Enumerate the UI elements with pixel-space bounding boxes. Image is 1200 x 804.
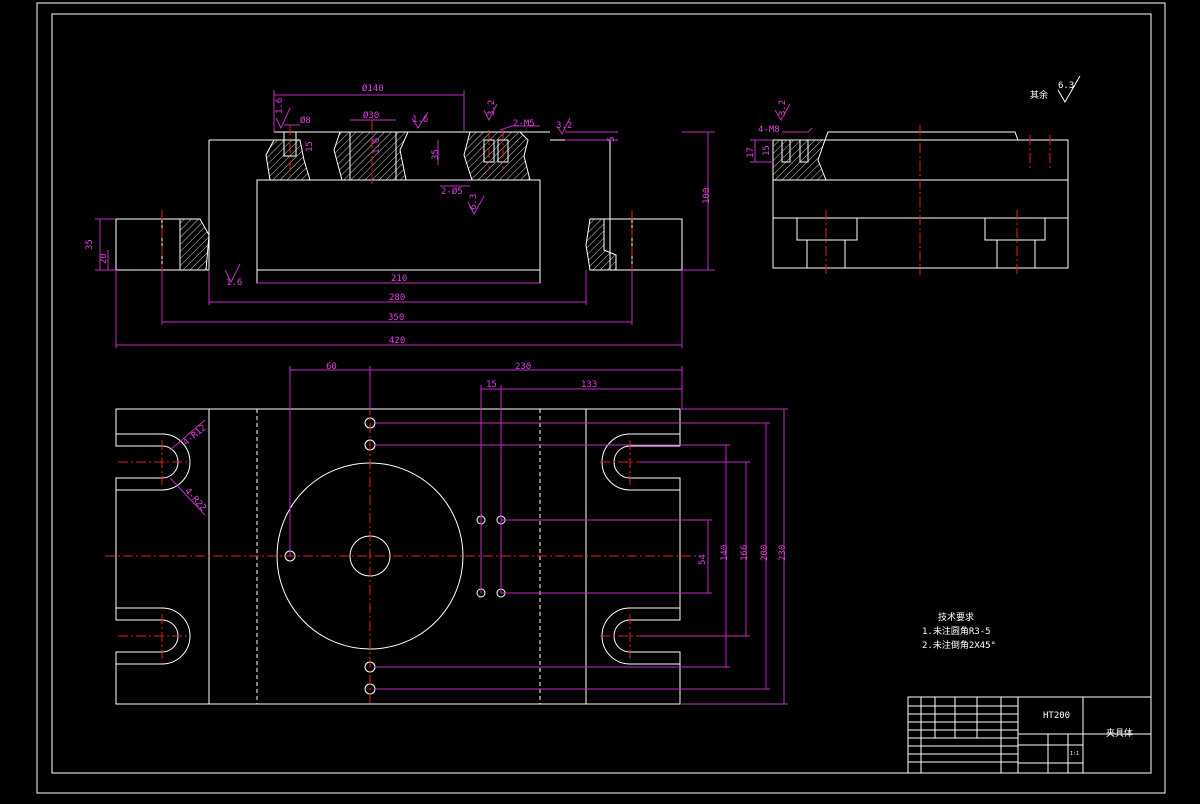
dim-420: 420 [389, 336, 405, 346]
dim-o30: Ø30 [363, 110, 379, 121]
dim-5: 5 [607, 137, 617, 142]
roughness-8: 3.2 [778, 100, 788, 116]
roughness-7: 1.6 [372, 138, 382, 154]
dim-17: 17 [746, 147, 756, 158]
dim-230: 230 [515, 362, 531, 372]
front-view-dimensions: Ø140 Ø30 Ø8 2-M5 2-Ø5 15 35 5 100 35 20 … [85, 83, 715, 348]
tech-req-line-1: 1.未注圆角R3-5 [922, 625, 991, 637]
dim-140: 140 [720, 545, 730, 561]
part-name: 夹具体 [1106, 727, 1133, 739]
tech-req-title: 技术要求 [938, 611, 974, 623]
dim-2-o5: 2-Ø5 [441, 186, 463, 197]
inner-border [51, 13, 1152, 774]
side-view [772, 125, 1069, 275]
dim-o8: Ø8 [300, 115, 311, 126]
roughness-2: 1.6 [412, 115, 428, 125]
dim-4-m8: 4-M8 [758, 125, 780, 135]
dim-15-side: 15 [762, 145, 772, 156]
roughness-5: 6.3 [469, 194, 479, 210]
dim-20-left: 20 [99, 253, 109, 264]
scale-label: 1:1 [1070, 751, 1079, 757]
dim-280: 280 [389, 293, 405, 303]
dim-200: 200 [760, 545, 770, 561]
title-block: HT200 夹具体 1:1 [907, 696, 1152, 774]
top-view-dimensions: 60 230 15 133 54 140 166 200 230 4-R12 4… [169, 362, 788, 705]
rest-label: 其余 [1030, 89, 1048, 101]
side-view-dimensions: 4-M8 17 15 3.2 [746, 100, 813, 163]
dim-15-top: 15 [486, 380, 497, 390]
outer-border [36, 2, 1166, 794]
dim-15-depth: 15 [305, 141, 315, 152]
technical-requirements: 技术要求 1.未注圆角R3-5 2.未注倒角2X45° [922, 611, 996, 651]
top-view [105, 405, 700, 705]
roughness-1: 1.6 [275, 98, 285, 114]
dim-4-r22: 4-R22 [182, 487, 208, 514]
dim-60: 60 [326, 362, 337, 372]
dim-210: 210 [391, 274, 407, 284]
dim-100: 100 [702, 188, 712, 204]
dim-350: 350 [388, 313, 404, 323]
dim-166: 166 [740, 545, 750, 561]
dim-o140: Ø140 [362, 83, 384, 94]
rest-value: 6.3 [1058, 81, 1074, 91]
dim-35-left: 35 [85, 239, 95, 250]
tech-req-line-2: 2.未注倒角2X45° [922, 639, 996, 651]
dim-35-depth: 35 [431, 149, 441, 160]
dim-4-r12: 4-R12 [181, 423, 208, 448]
dim-230-vertical: 230 [778, 545, 788, 561]
dim-2-m5: 2-M5 [513, 119, 535, 129]
dim-54: 54 [698, 554, 708, 565]
dim-133: 133 [581, 380, 597, 390]
roughness-6: 1.6 [226, 278, 242, 288]
front-view [115, 120, 683, 284]
roughness-3: 3.2 [487, 100, 497, 116]
roughness-rest-note: 其余 6.3 [1030, 75, 1081, 103]
roughness-4: 3.2 [556, 121, 572, 131]
material-label: HT200 [1043, 711, 1070, 721]
